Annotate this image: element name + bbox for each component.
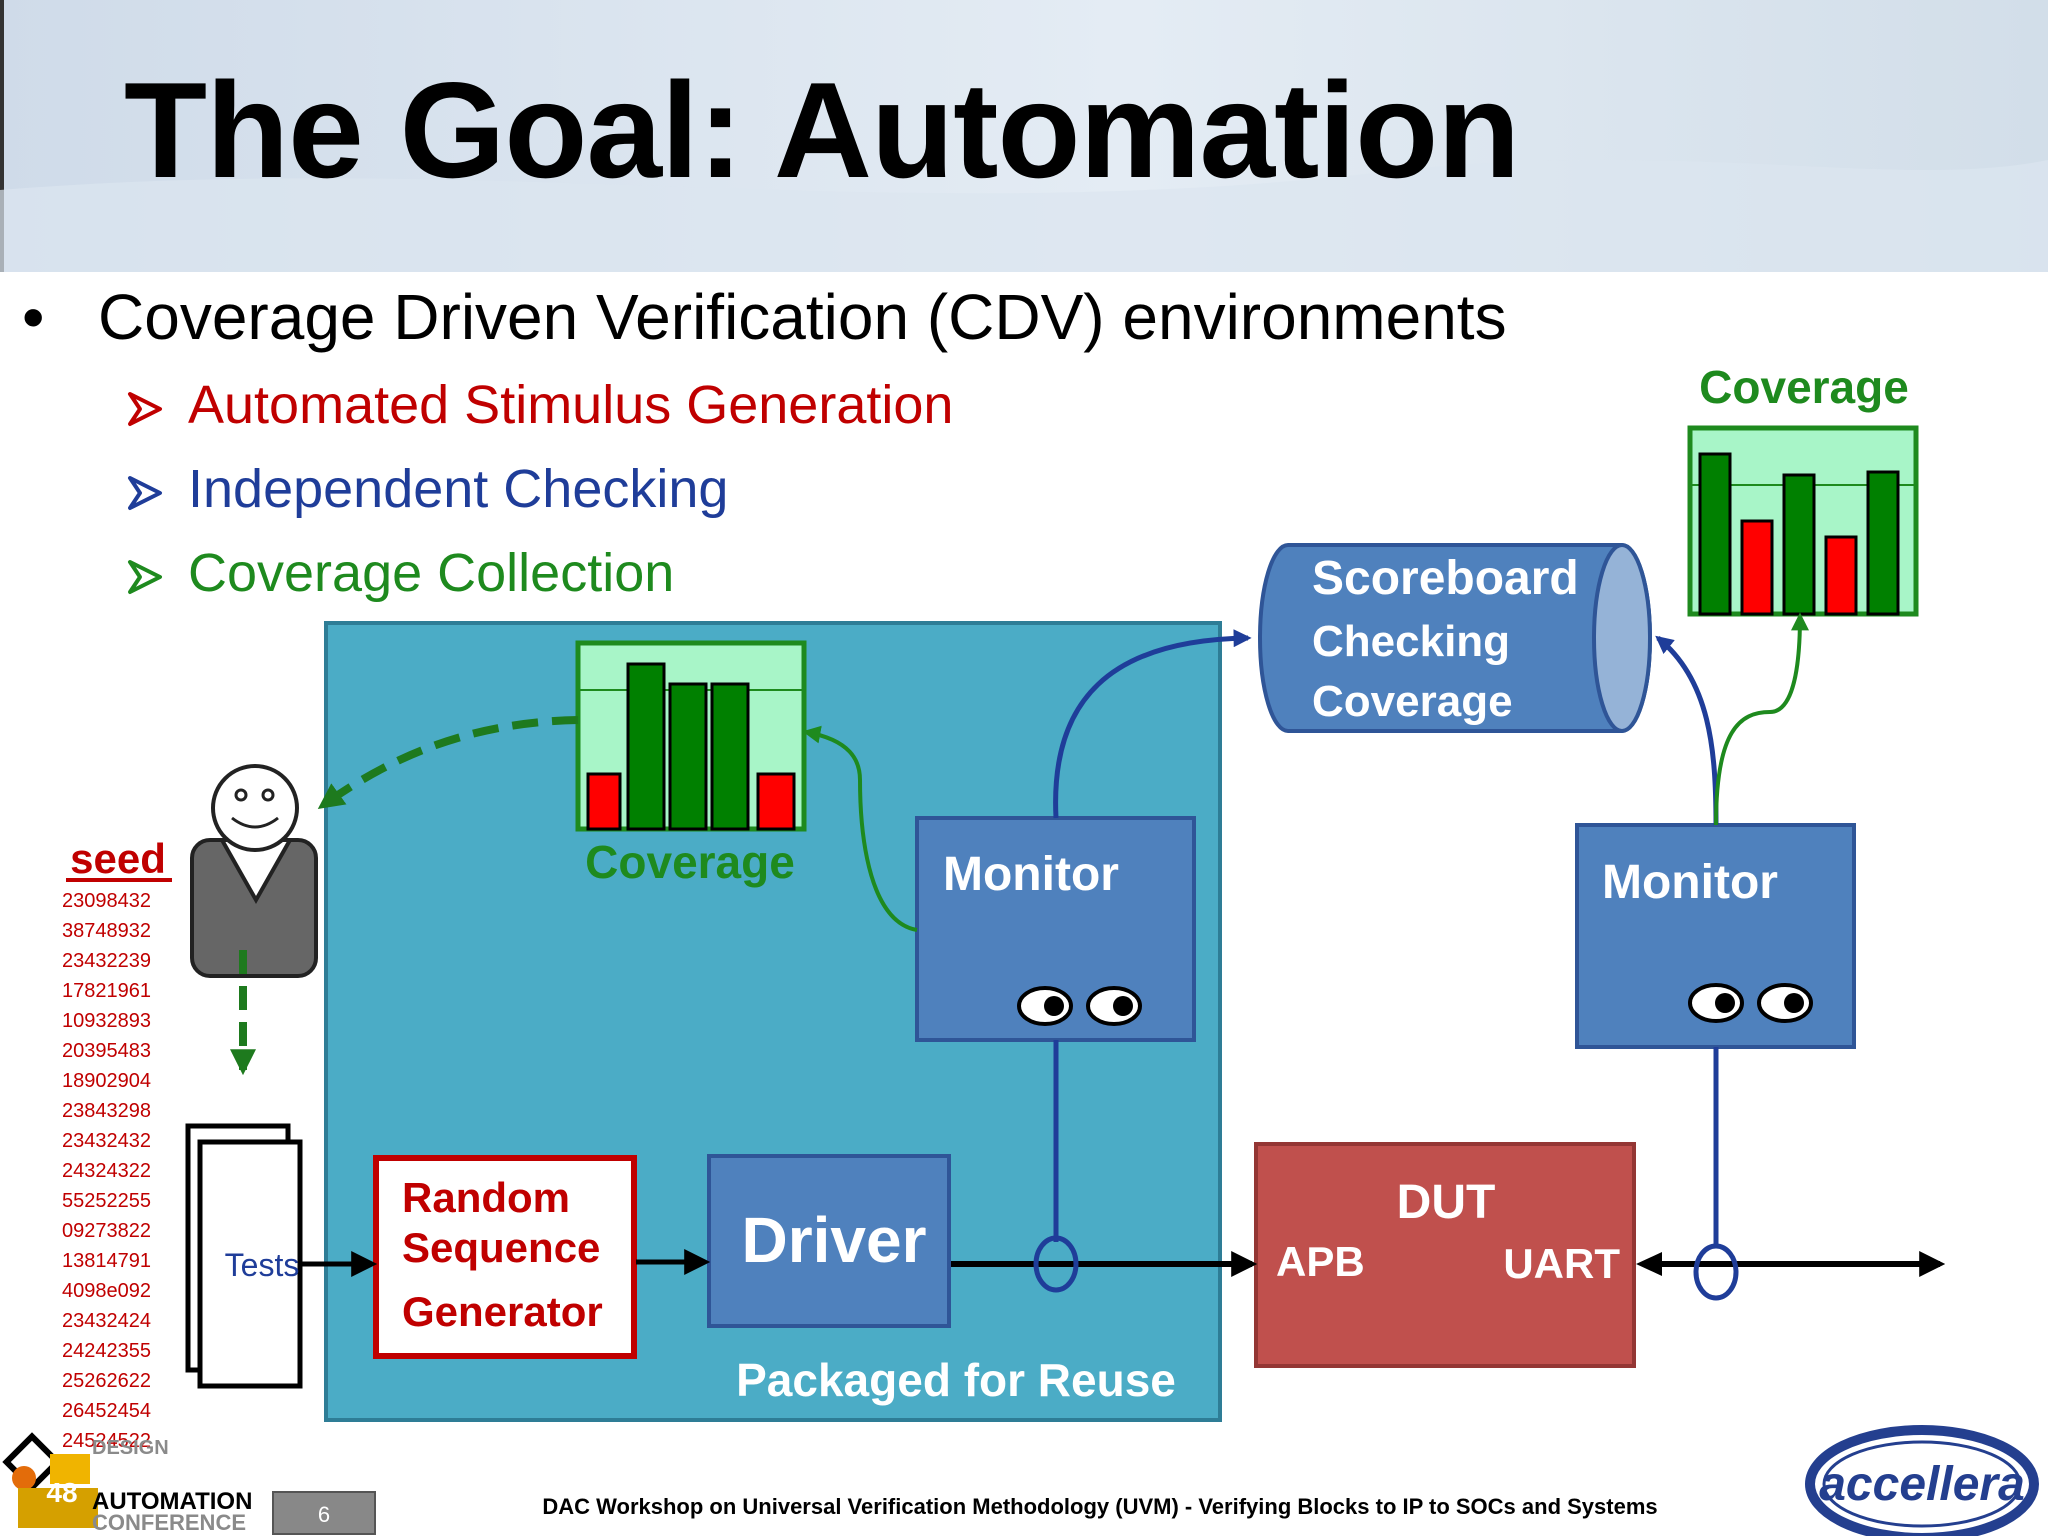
seed-value: 23843298 bbox=[62, 1100, 151, 1122]
seed-value: 13814791 bbox=[62, 1250, 151, 1272]
feedback-dashed-arrow bbox=[317, 716, 579, 810]
seed-value: 23432424 bbox=[62, 1310, 151, 1332]
seed-value: 24242355 bbox=[62, 1340, 151, 1362]
seed-value: 25262622 bbox=[62, 1370, 151, 1392]
inner-bar-1 bbox=[586, 772, 622, 831]
seed-value: 10932893 bbox=[62, 1010, 151, 1032]
monitor-2-tap-ring bbox=[1693, 1243, 1739, 1301]
dut-uart-label: UART bbox=[1503, 1240, 1620, 1287]
seed-label: seed bbox=[70, 835, 166, 882]
seed-value: 20395483 bbox=[62, 1040, 151, 1062]
monitor-2-label: Monitor bbox=[1602, 856, 1778, 909]
outer-bar-4 bbox=[1824, 535, 1858, 616]
tests-stack-icon bbox=[185, 1123, 303, 1389]
inner-bar-5 bbox=[756, 772, 796, 831]
scoreboard-line-2: Checking bbox=[1312, 617, 1510, 666]
seed-value: 23432432 bbox=[62, 1130, 151, 1152]
subbullet-1: Automated Stimulus Generation bbox=[188, 375, 954, 435]
dac-logo-number: 48 bbox=[46, 1477, 77, 1508]
seed-value: 09273822 bbox=[62, 1220, 151, 1242]
dut-apb-label: APB bbox=[1276, 1238, 1365, 1285]
page-number-box bbox=[272, 1491, 376, 1535]
bullet-dot: • bbox=[22, 281, 45, 353]
slide-title: The Goal: Automation bbox=[124, 54, 1520, 206]
seed-value: 26452454 bbox=[62, 1400, 151, 1422]
accellera-logo bbox=[1805, 1425, 2039, 1536]
dac-logo-line-1: DESIGN bbox=[92, 1437, 169, 1459]
driver-label: Driver bbox=[742, 1204, 927, 1276]
footer-text: DAC Workshop on Universal Verification M… bbox=[542, 1494, 1657, 1519]
seed-value: 55252255 bbox=[62, 1190, 151, 1212]
subbullet-3: Coverage Collection bbox=[188, 543, 675, 603]
outer-bar-5 bbox=[1866, 470, 1900, 616]
monitor-1-to-coverage-arrow bbox=[802, 725, 918, 932]
seed-value: 23432239 bbox=[62, 950, 151, 972]
packaged-for-reuse-label: Packaged for Reuse bbox=[736, 1354, 1176, 1406]
monitor-1-tap-ring bbox=[1033, 1235, 1079, 1293]
scoreboard-line-1: Scoreboard bbox=[1312, 552, 1579, 605]
subbullet-arrow-icons bbox=[128, 392, 162, 594]
scoreboard-line-3: Coverage bbox=[1312, 677, 1513, 726]
monitor-2-eyes-icon bbox=[1688, 983, 1813, 1023]
header-swoosh bbox=[0, 160, 2048, 272]
generator-line-1: Random bbox=[402, 1174, 570, 1221]
dut-label: DUT bbox=[1397, 1176, 1496, 1229]
header-edge bbox=[0, 0, 4, 272]
outer-coverage-label: Coverage bbox=[1699, 361, 1909, 413]
main-bullet-text: Coverage Driven Verification (CDV) envir… bbox=[98, 281, 1507, 353]
generator-line-2: Sequence bbox=[402, 1224, 600, 1271]
seed-value: 18902904 bbox=[62, 1070, 151, 1092]
driver-box bbox=[707, 1154, 951, 1328]
seed-value: 24524522 bbox=[62, 1430, 151, 1452]
inner-bar-2 bbox=[626, 662, 666, 831]
dac-logo bbox=[2, 1432, 98, 1528]
seed-value: 4098e092 bbox=[62, 1280, 151, 1302]
scoreboard-cylinder bbox=[1258, 543, 1652, 733]
inner-coverage-label: Coverage bbox=[585, 836, 795, 888]
inner-coverage-chart bbox=[575, 640, 807, 832]
subbullet-2: Independent Checking bbox=[188, 459, 729, 519]
outer-coverage-chart bbox=[1687, 425, 1919, 617]
inner-bar-3 bbox=[668, 682, 708, 831]
monitor-2-to-scoreboard-arrow bbox=[1655, 635, 1719, 826]
tests-label: Tests bbox=[225, 1247, 300, 1283]
seed-value: 24324322 bbox=[62, 1160, 151, 1182]
monitor-1-to-scoreboard-arrow bbox=[1053, 629, 1252, 819]
seed-list: 23098432 38748932 23432239 17821961 10932893… bbox=[62, 890, 151, 1452]
outer-bar-3 bbox=[1782, 473, 1816, 616]
dac-logo-line-2: AUTOMATION bbox=[92, 1488, 252, 1515]
dac-logo-line-3: CONFERENCE bbox=[92, 1510, 246, 1535]
inner-bar-4 bbox=[710, 682, 750, 831]
monitor-2-to-coverage-arrow bbox=[1714, 612, 1809, 826]
seed-value: 23098432 bbox=[62, 890, 151, 912]
main-bullet: • Coverage Driven Verification (CDV) envi… bbox=[22, 280, 1507, 354]
seed-value: 17821961 bbox=[62, 980, 151, 1002]
page-number: 6 bbox=[318, 1502, 330, 1527]
generator-line-3: Generator bbox=[402, 1288, 603, 1335]
outer-bar-1 bbox=[1698, 452, 1732, 616]
seed-value: 38748932 bbox=[62, 920, 151, 942]
outer-bar-2 bbox=[1740, 519, 1774, 616]
accellera-logo-text: accellera bbox=[1819, 1458, 2025, 1511]
monitor-1-eyes-icon bbox=[1017, 986, 1142, 1026]
uart-in-arrowhead bbox=[1636, 1252, 1662, 1276]
monitor-1-label: Monitor bbox=[943, 848, 1119, 901]
user-person-icon bbox=[190, 764, 318, 978]
